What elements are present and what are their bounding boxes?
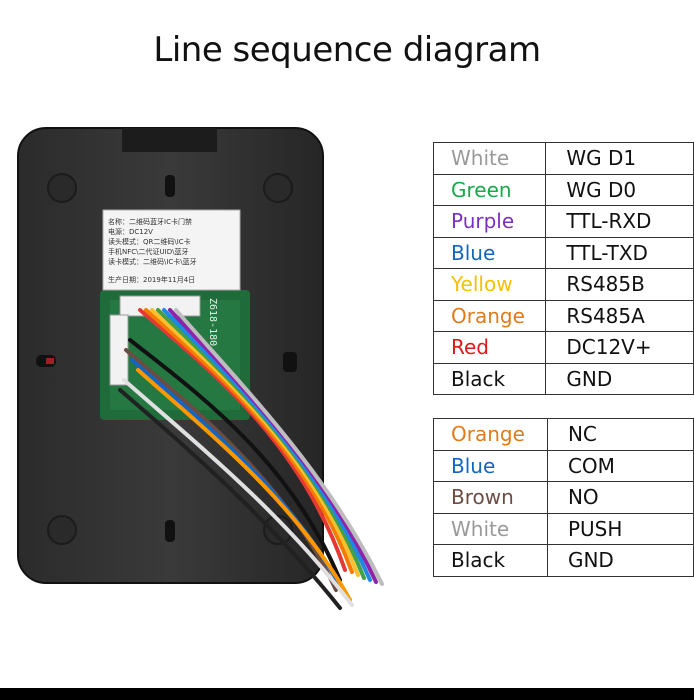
signal-label: RS485B [545, 268, 694, 301]
signal-label: NC [546, 418, 694, 451]
device-back-photo: Z618-180 名称：二维码蓝牙IC卡门禁 电源：DC12V 读头模式：QR二… [17, 127, 384, 610]
svg-text:读卡模式：二维码\IC卡\蓝牙: 读卡模式：二维码\IC卡\蓝牙 [108, 257, 197, 266]
signal-label: GND [545, 362, 694, 395]
screw-hole [263, 173, 293, 203]
svg-text:名称：二维码蓝牙IC卡门禁: 名称：二维码蓝牙IC卡门禁 [108, 217, 192, 226]
signal-label: PUSH [546, 512, 694, 545]
wire-color-label: Blue [433, 449, 548, 482]
signal-label: GND [546, 544, 694, 577]
wire-bundle [118, 308, 384, 610]
signal-label: DC12V+ [545, 331, 694, 364]
wire-color-label: White [432, 142, 547, 175]
svg-text:手机NFC\二代证UID\蓝牙: 手机NFC\二代证UID\蓝牙 [108, 247, 188, 256]
pcb-marking: Z618-180 [207, 298, 218, 346]
screw-hole [47, 173, 77, 203]
wire-color-label: Black [432, 362, 547, 395]
wire-color-label: Orange [433, 418, 548, 451]
wire-color-label: Purple [432, 205, 547, 238]
wire-color-label: Orange [432, 299, 547, 332]
wire-color-label: Blue [432, 236, 547, 269]
wire-color-label: Green [432, 173, 547, 206]
bottom-border [0, 688, 694, 700]
signal-label: WG D0 [545, 173, 694, 206]
wire-color-label: Brown [433, 481, 548, 514]
screw-hole [47, 515, 77, 545]
svg-text:读头模式：QR二维码\IC卡: 读头模式：QR二维码\IC卡 [108, 237, 191, 246]
signal-label: WG D1 [545, 142, 694, 175]
label-text: 名称：二维码蓝牙IC卡门禁 电源：DC12V 读头模式：QR二维码\IC卡 手机… [108, 217, 197, 284]
signal-label: RS485A [545, 299, 694, 332]
label-sticker [102, 209, 241, 291]
signal-label: TTL-TXD [545, 236, 694, 269]
signal-label: TTL-RXD [545, 205, 694, 238]
svg-text:生产日期：2019年11月4日: 生产日期：2019年11月4日 [108, 275, 195, 284]
wire-color-label: Yellow [432, 268, 547, 301]
svg-text:电源：DC12V: 电源：DC12V [108, 227, 153, 236]
wire-color-label: Black [433, 544, 548, 577]
wire-color-label: Red [432, 331, 547, 364]
screw-hole [263, 515, 293, 545]
signal-label: COM [546, 449, 694, 482]
signal-label: NO [546, 481, 694, 514]
wire-color-label: White [433, 512, 548, 545]
page-title: Line sequence diagram [153, 30, 541, 70]
